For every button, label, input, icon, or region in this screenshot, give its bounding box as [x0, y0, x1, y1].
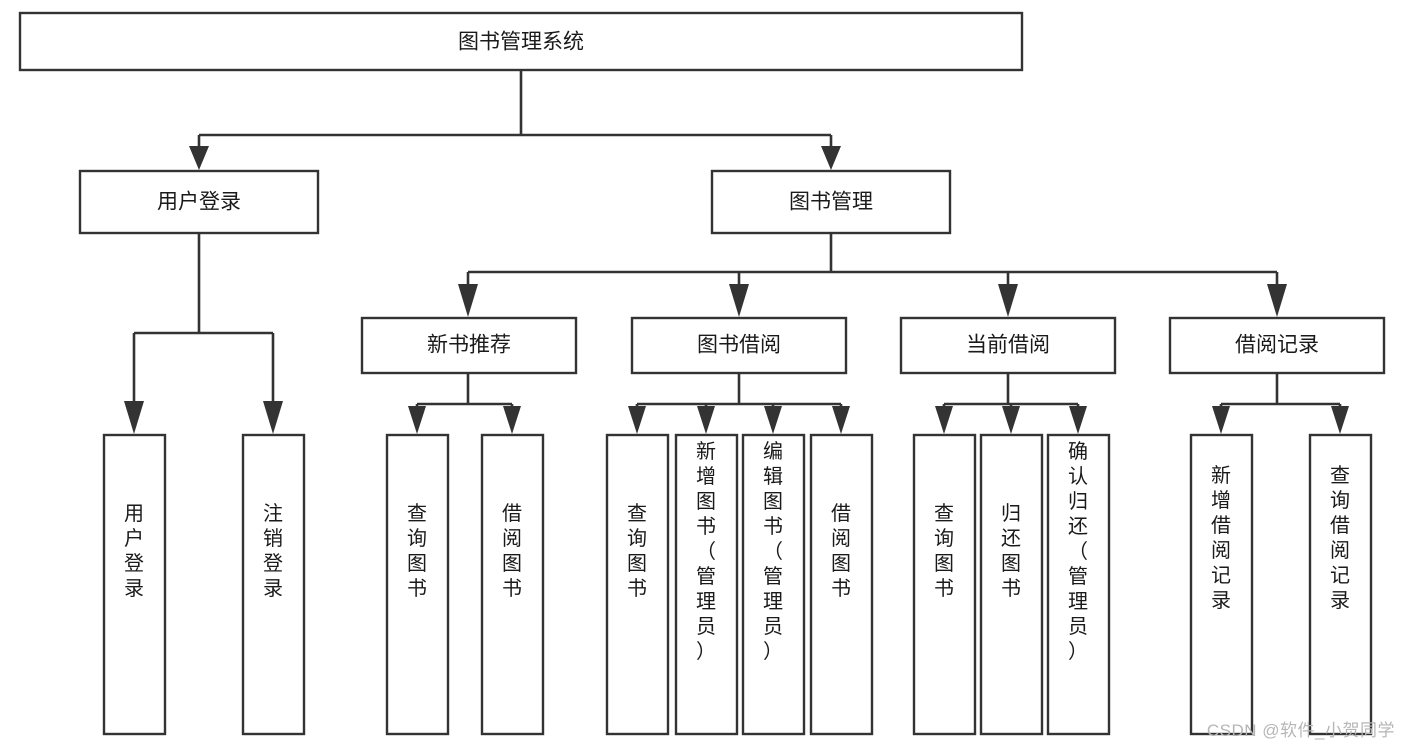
- arrow-head-borrow-record: [1267, 284, 1287, 317]
- node-leaf-query-book-c[interactable]: 查询图书: [912, 433, 977, 736]
- node-leaf-return-book[interactable]: 归还图书: [979, 433, 1044, 736]
- node-leaf-borrow-book-b-label: 借阅图书: [831, 502, 851, 600]
- node-root-system-box[interactable]: [18, 11, 1024, 72]
- arrow-head-user-login: [189, 146, 209, 170]
- node-book-management-label: 图书管理: [789, 191, 873, 214]
- node-leaf-logout-box[interactable]: [241, 433, 306, 736]
- node-user-login[interactable]: 用户登录: [78, 169, 320, 235]
- connector-group-borrow-record: [1212, 373, 1349, 434]
- connector-group-current-borrow: [935, 373, 1087, 434]
- node-leaf-edit-book-box[interactable]: [741, 433, 806, 736]
- arrow-head-borrow-book-b: [832, 406, 850, 434]
- node-root-system-label: 图书管理系统: [458, 31, 584, 54]
- arrow-head-query-book-a: [408, 406, 426, 434]
- node-borrow-record[interactable]: 借阅记录: [1168, 316, 1386, 375]
- node-leaf-user-login[interactable]: 用户登录: [102, 433, 167, 736]
- arrow-head-leaf-logout: [263, 401, 283, 434]
- arrow-head-book-mgmt: [821, 146, 841, 170]
- node-book-management[interactable]: 图书管理: [710, 169, 952, 235]
- node-new-book-recommend[interactable]: 新书推荐: [360, 316, 578, 375]
- node-leaf-logout[interactable]: 注销登录: [241, 433, 306, 736]
- connector-group-user-login: [124, 233, 283, 434]
- node-leaf-return-book-label: 归还图书: [1001, 502, 1021, 600]
- arrow-head-add-borrow-record: [1212, 406, 1230, 434]
- node-leaf-confirm-return-box[interactable]: [1046, 433, 1111, 736]
- node-leaf-query-borrow-record-label: 查询借阅记录: [1330, 464, 1350, 612]
- node-leaf-query-book-c-label: 查询图书: [934, 502, 954, 600]
- arrow-head-confirm-return: [1069, 406, 1087, 434]
- node-leaf-add-book-box[interactable]: [674, 433, 739, 736]
- connector-group-new-book-rec: [408, 373, 521, 434]
- node-book-borrow-box[interactable]: [630, 316, 848, 375]
- arrow-head-borrow-book-a: [503, 406, 521, 434]
- node-leaf-add-borrow-record[interactable]: 新增借阅记录: [1189, 433, 1254, 736]
- node-leaf-query-book-a[interactable]: 查询图书: [385, 433, 450, 736]
- node-leaf-confirm-return-label: 确认归还（管理员）: [1068, 440, 1088, 663]
- node-leaf-borrow-book-a-label: 借阅图书: [502, 502, 522, 600]
- node-borrow-record-box[interactable]: [1168, 316, 1386, 375]
- arrow-head-edit-book: [764, 406, 782, 434]
- arrow-head-query-book-b: [628, 406, 646, 434]
- node-leaf-edit-book[interactable]: 编辑图书（管理员）: [741, 433, 806, 736]
- node-book-management-box[interactable]: [710, 169, 952, 235]
- node-leaf-borrow-book-a[interactable]: 借阅图书: [480, 433, 545, 736]
- node-leaf-add-borrow-record-label: 新增借阅记录: [1211, 464, 1231, 612]
- node-leaf-confirm-return[interactable]: 确认归还（管理员）: [1046, 433, 1111, 736]
- arrow-head-query-book-c: [935, 406, 953, 434]
- arrow-head-return-book: [1002, 406, 1020, 434]
- node-leaf-user-login-box[interactable]: [102, 433, 167, 736]
- node-root-system[interactable]: 图书管理系统: [18, 11, 1024, 72]
- node-new-book-recommend-label: 新书推荐: [427, 334, 511, 357]
- node-user-login-label: 用户登录: [157, 191, 241, 214]
- arrow-head-book-borrow: [729, 284, 749, 317]
- node-borrow-record-label: 借阅记录: [1235, 334, 1319, 357]
- node-user-login-box[interactable]: [78, 169, 320, 235]
- node-current-borrow[interactable]: 当前借阅: [899, 316, 1117, 375]
- node-book-borrow[interactable]: 图书借阅: [630, 316, 848, 375]
- arrow-head-query-borrow-record: [1331, 406, 1349, 434]
- node-leaf-query-borrow-record-box[interactable]: [1308, 433, 1373, 736]
- node-leaf-query-book-a-box[interactable]: [385, 433, 450, 736]
- node-new-book-recommend-box[interactable]: [360, 316, 578, 375]
- connector-group-book-borrow: [628, 373, 850, 434]
- node-leaf-query-borrow-record[interactable]: 查询借阅记录: [1308, 433, 1373, 736]
- connector-group-root: [189, 70, 841, 170]
- node-leaf-add-book-label: 新增图书（管理员）: [696, 440, 716, 663]
- node-leaf-user-login-label: 用户登录: [124, 503, 144, 600]
- node-leaf-borrow-book-b-box[interactable]: [809, 433, 874, 736]
- node-leaf-return-book-box[interactable]: [979, 433, 1044, 736]
- connector-group-book-mgmt: [458, 233, 1287, 317]
- node-current-borrow-label: 当前借阅: [966, 334, 1050, 357]
- node-leaf-query-book-a-label: 查询图书: [407, 502, 427, 600]
- node-leaf-query-book-b[interactable]: 查询图书: [605, 433, 670, 736]
- arrow-head-leaf-user-login: [124, 401, 144, 434]
- node-leaf-add-book[interactable]: 新增图书（管理员）: [674, 433, 739, 736]
- arrow-head-add-book: [697, 406, 715, 434]
- node-current-borrow-box[interactable]: [899, 316, 1117, 375]
- node-leaf-edit-book-label: 编辑图书（管理员）: [763, 440, 783, 663]
- arrow-head-new-book-rec: [458, 284, 478, 317]
- node-book-borrow-label: 图书借阅: [697, 334, 781, 357]
- node-leaf-borrow-book-a-box[interactable]: [480, 433, 545, 736]
- node-leaf-borrow-book-b[interactable]: 借阅图书: [809, 433, 874, 736]
- node-leaf-logout-label: 注销登录: [263, 502, 283, 600]
- node-leaf-query-book-b-label: 查询图书: [627, 502, 647, 600]
- node-leaf-query-book-b-box[interactable]: [605, 433, 670, 736]
- node-leaf-add-borrow-record-box[interactable]: [1189, 433, 1254, 736]
- node-leaf-query-book-c-box[interactable]: [912, 433, 977, 736]
- arrow-head-current-borrow: [998, 284, 1018, 317]
